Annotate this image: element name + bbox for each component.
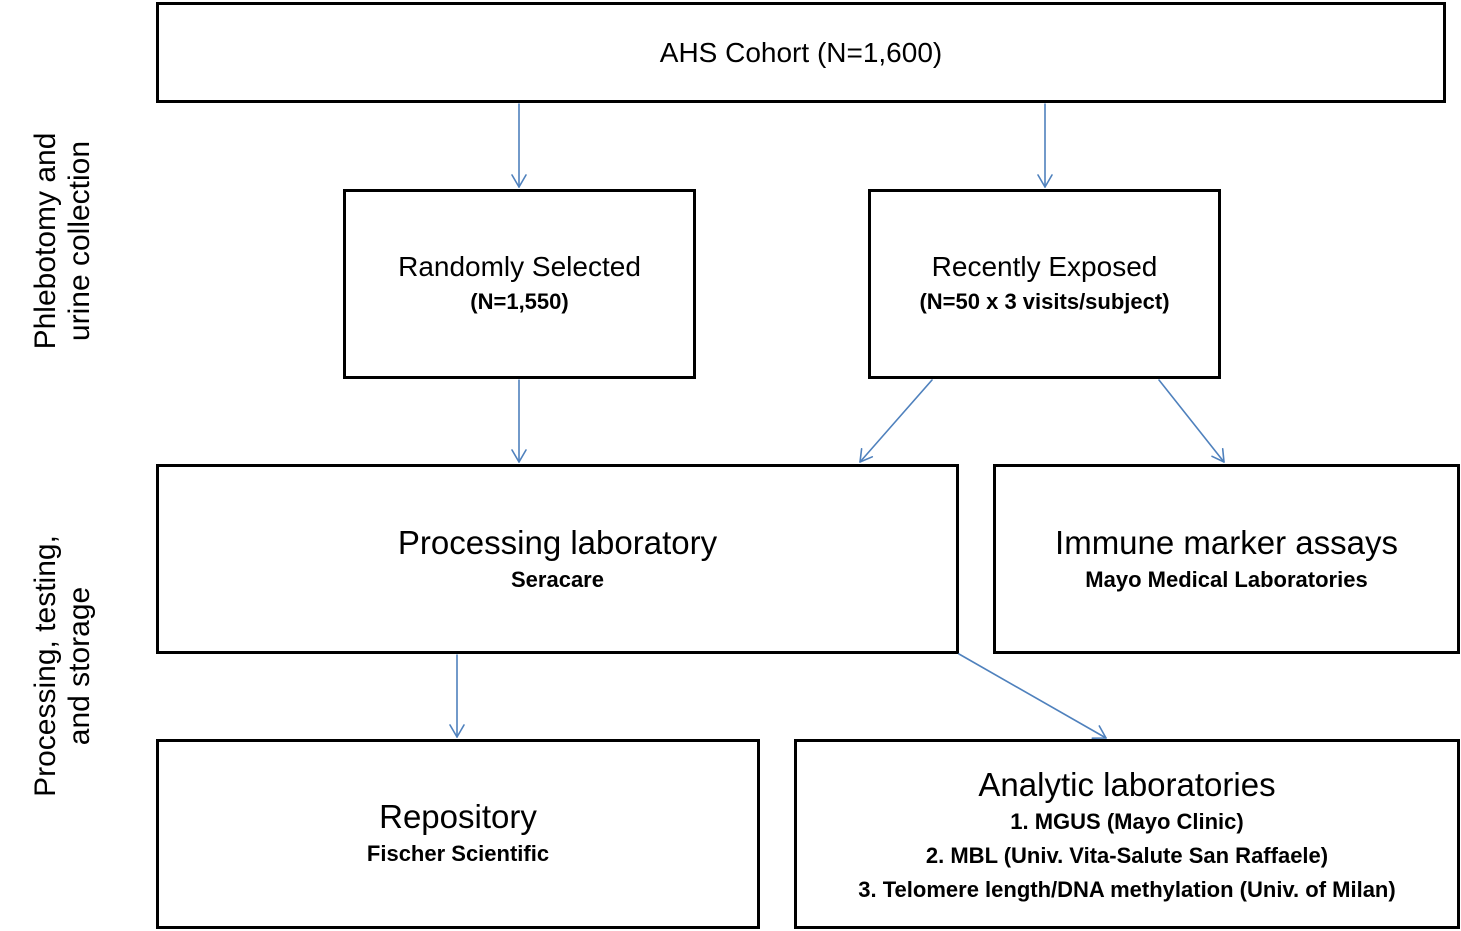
arrow-recent-to-immune [1158,379,1225,463]
phase-label-collection: Phlebotomy and urine collection [29,133,97,350]
node-immune-marker-assays-title: Immune marker assays [1055,524,1398,561]
node-ahs-cohort-title: AHS Cohort (N=1,600) [659,36,943,68]
arrowhead-cohort-to-recent [1037,174,1053,188]
node-recently-exposed-title: Recently Exposed [931,251,1158,282]
arrowhead-random-to-processing [511,449,527,463]
node-analytic-laboratories: Analytic laboratories 1. MGUS (Mayo Clin… [794,739,1460,929]
node-processing-laboratory-title: Processing laboratory [397,524,718,561]
arrowhead-recent-to-processing [859,447,874,463]
arrowhead-cohort-to-random [511,174,527,188]
node-analytic-laboratories-item-1: 1. MGUS (Mayo Clinic) [1010,809,1244,834]
node-randomly-selected-subtitle: (N=1,550) [470,289,569,314]
phase-label-processing-line2: and storage [63,586,96,746]
node-randomly-selected-title: Randomly Selected [398,251,641,282]
phase-label-collection-line2: urine collection [63,140,96,342]
node-analytic-laboratories-item-3: 3. Telomere length/DNA methylation (Univ… [858,877,1396,902]
node-ahs-cohort: AHS Cohort (N=1,600) [156,2,1446,103]
phase-label-collection-line1: Phlebotomy and [29,132,62,350]
node-analytic-laboratories-title: Analytic laboratories [978,766,1276,803]
node-randomly-selected: Randomly Selected (N=1,550) [343,189,696,379]
phase-label-processing-line1: Processing, testing, [29,535,62,797]
node-recently-exposed: Recently Exposed (N=50 x 3 visits/subjec… [868,189,1221,379]
node-repository: Repository Fischer Scientific [156,739,760,929]
node-immune-marker-assays-subtitle: Mayo Medical Laboratories [1085,567,1368,592]
node-recently-exposed-subtitle: (N=50 x 3 visits/subject) [919,289,1170,314]
node-processing-laboratory: Processing laboratory Seracare [156,464,959,654]
node-repository-title: Repository [379,798,537,835]
node-repository-subtitle: Fischer Scientific [366,841,550,866]
arrow-processing-to-analytic [958,653,1107,739]
node-processing-laboratory-subtitle: Seracare [511,567,604,592]
arrowhead-processing-to-analytic [1091,725,1107,740]
arrow-recent-to-processing [859,379,933,463]
node-immune-marker-assays: Immune marker assays Mayo Medical Labora… [993,464,1460,654]
phase-label-processing: Processing, testing, and storage [29,535,97,797]
arrowhead-recent-to-immune [1211,447,1225,463]
node-analytic-laboratories-item-2: 2. MBL (Univ. Vita-Salute San Raffaele) [925,843,1329,868]
arrowhead-processing-to-repository [449,724,465,738]
